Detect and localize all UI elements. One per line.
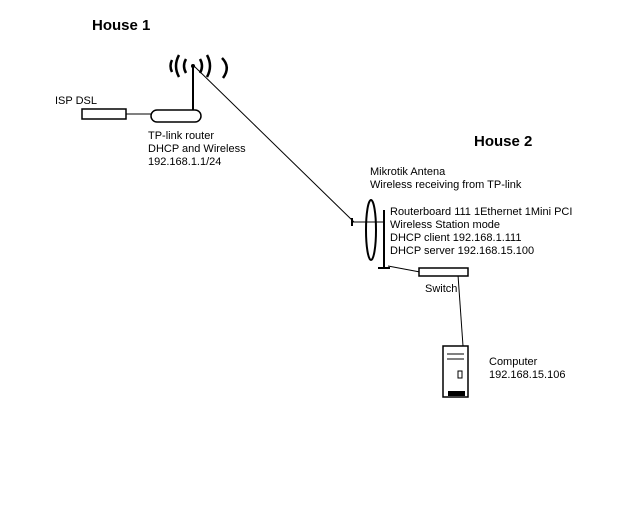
computer-tower-icon xyxy=(442,345,469,398)
wifi-signal-icon xyxy=(169,54,228,79)
routerboard-line-1: Routerboard 111 1Ethernet 1Mini PCI xyxy=(390,206,573,218)
antenna-line-1: Mikrotik Antena xyxy=(370,166,446,178)
router-line-1: TP-link router xyxy=(148,130,215,142)
house1-title: House 1 xyxy=(92,17,151,34)
router-line-3: 192.168.1.1/24 xyxy=(148,156,222,168)
routerboard-line-2: Wireless Station mode xyxy=(390,219,501,231)
dish-antenna-icon xyxy=(351,199,390,269)
switch-to-computer-link xyxy=(457,274,464,347)
switch-icon xyxy=(418,267,469,277)
dsl-modem-icon xyxy=(81,108,127,120)
house2-title: House 2 xyxy=(474,133,533,150)
computer-label: Computer 192.168.15.106 xyxy=(489,356,565,382)
routerboard-label: Routerboard 111 1Ethernet 1Mini PCI Wire… xyxy=(390,206,572,258)
router-icon xyxy=(150,66,202,123)
routerboard-line-3: DHCP client 192.168.1.111 xyxy=(390,232,522,244)
computer-line-1: Computer xyxy=(489,356,538,368)
routerboard-to-switch-link xyxy=(387,265,421,273)
computer-line-2: 192.168.15.106 xyxy=(489,369,566,381)
tp-link-router-label: TP-link router DHCP and Wireless 192.168… xyxy=(148,130,246,169)
switch-label: Switch xyxy=(425,283,458,295)
wireless-link xyxy=(193,65,355,223)
antenna-line-2: Wireless receiving from TP-link xyxy=(370,179,522,191)
routerboard-line-4: DHCP server 192.168.15.100 xyxy=(390,245,535,257)
isp-dsl-label: ISP DSL xyxy=(55,95,97,107)
router-line-2: DHCP and Wireless xyxy=(148,143,246,155)
mikrotik-antenna-label: Mikrotik Antena Wireless receiving from … xyxy=(370,166,521,192)
